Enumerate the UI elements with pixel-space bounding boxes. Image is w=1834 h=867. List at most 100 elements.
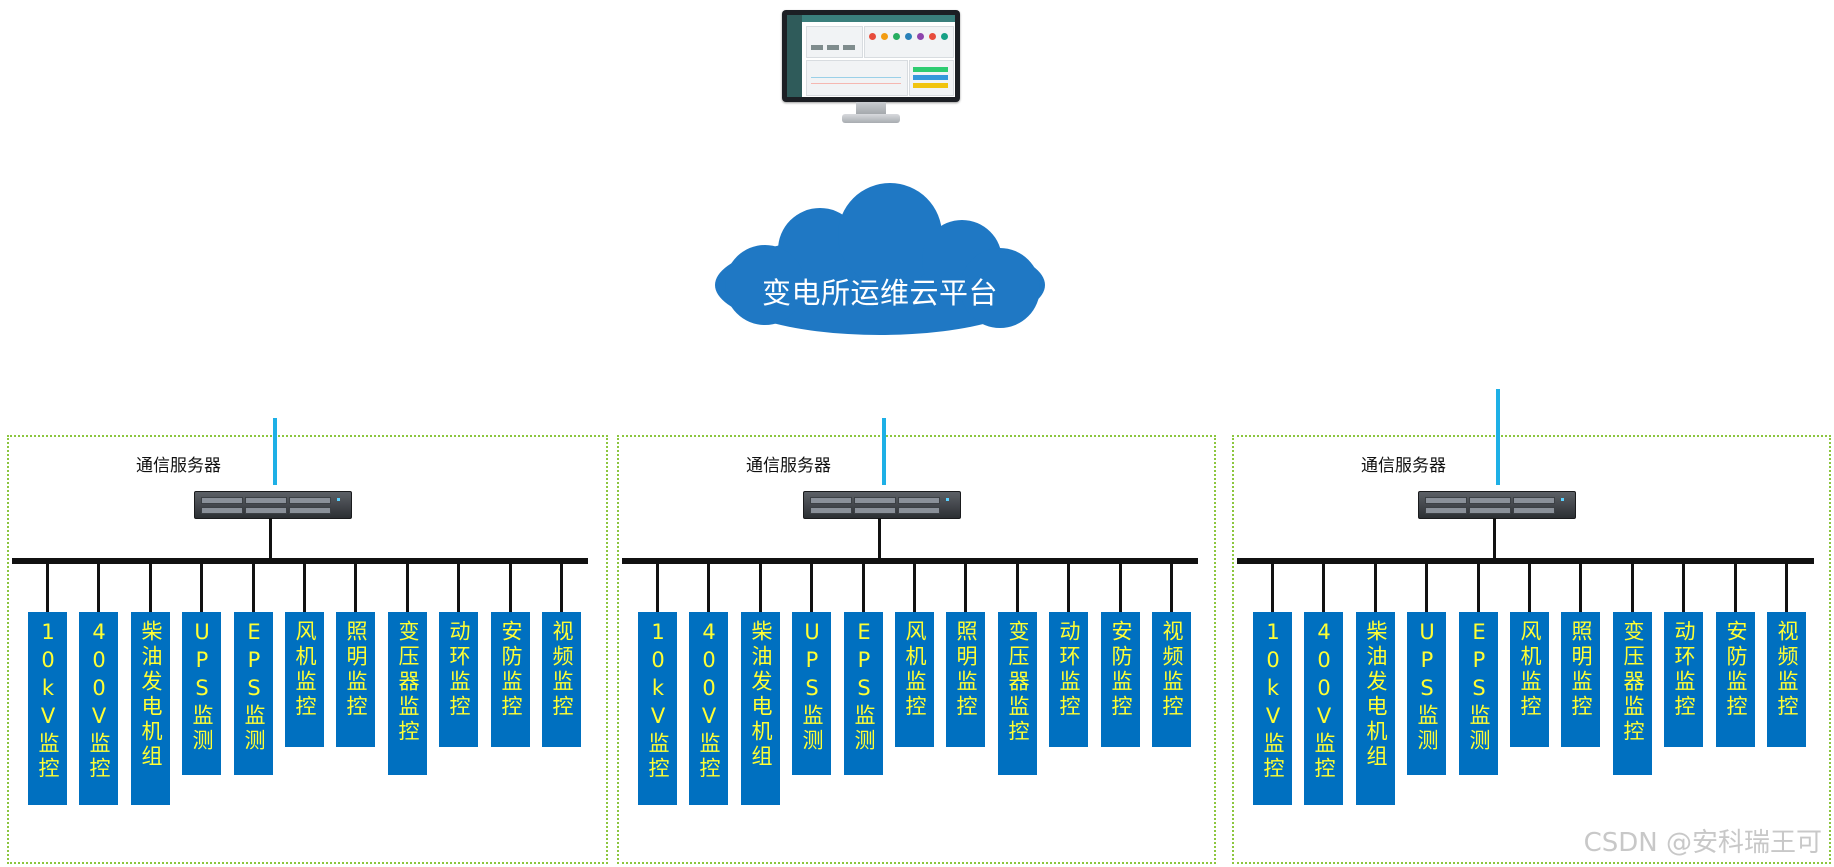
screen-panel — [806, 60, 908, 96]
drop-line — [1425, 563, 1428, 612]
monitor-bezel — [782, 10, 960, 102]
module-box: 400V监控 — [689, 612, 728, 805]
drop-line — [457, 563, 460, 612]
drop-line — [862, 563, 865, 612]
drop-line — [759, 563, 762, 612]
module-box: 变压器监控 — [388, 612, 427, 775]
screen-dot — [917, 33, 924, 40]
module-box: 10kV监控 — [28, 612, 67, 805]
monitor-stand-neck — [856, 102, 886, 116]
drop-line — [97, 563, 100, 612]
server-group — [7, 435, 608, 864]
watermark: CSDN @安科瑞王可 — [1583, 828, 1822, 858]
server-bay — [1513, 507, 1555, 514]
bus-line — [12, 558, 588, 564]
module-box: EPS监测 — [1459, 612, 1498, 775]
module-box: 风机监控 — [895, 612, 934, 747]
monitor-screen — [787, 15, 955, 97]
cloud-title: 变电所运维云平台 — [761, 276, 998, 310]
drop-line — [1528, 563, 1531, 612]
drop-line — [406, 563, 409, 612]
drop-line — [252, 563, 255, 612]
server-group — [617, 435, 1216, 864]
module-box: UPS监测 — [1407, 612, 1446, 775]
server-label: 通信服务器 — [136, 456, 221, 476]
server-label: 通信服务器 — [746, 456, 831, 476]
module-box: 400V监控 — [79, 612, 118, 805]
module-box: 视频监控 — [1767, 612, 1806, 747]
module-box: 10kV监控 — [1253, 612, 1292, 805]
cloud-icon — [715, 183, 1045, 335]
module-box: 柴油发电机组 — [1356, 612, 1395, 805]
server-bay — [898, 497, 940, 504]
server-led — [1561, 498, 1564, 501]
drop-line — [1119, 563, 1122, 612]
module-box: UPS监测 — [792, 612, 831, 775]
server-bay — [1425, 497, 1467, 504]
module-box: 柴油发电机组 — [741, 612, 780, 805]
module-box: 动环监控 — [1049, 612, 1088, 747]
screen-tile — [827, 45, 839, 50]
screen-dot — [929, 33, 936, 40]
screen-tile — [913, 67, 948, 72]
server-bay — [1425, 507, 1467, 514]
screen-dot — [905, 33, 912, 40]
module-box: 400V监控 — [1304, 612, 1343, 805]
server-bay — [1469, 507, 1511, 514]
server-bay — [201, 507, 243, 514]
server-bay — [854, 507, 896, 514]
drop-line — [1067, 563, 1070, 612]
screen-panel — [806, 26, 863, 58]
screen-dot — [941, 33, 948, 40]
screen-chart-line — [811, 77, 901, 78]
server-icon — [1418, 491, 1576, 519]
module-box: 照明监控 — [946, 612, 985, 747]
drop-line — [1785, 563, 1788, 612]
module-box: 视频监控 — [542, 612, 581, 747]
drop-line — [913, 563, 916, 612]
server-bay — [810, 507, 852, 514]
uplink-line — [882, 418, 886, 485]
drop-line — [1477, 563, 1480, 612]
module-box: 安防监控 — [1101, 612, 1140, 747]
server-bay — [898, 507, 940, 514]
server-bay — [245, 497, 287, 504]
module-box: 安防监控 — [1716, 612, 1755, 747]
module-box: EPS监测 — [844, 612, 883, 775]
drop-line — [810, 563, 813, 612]
bus-line — [1237, 558, 1814, 564]
server-label: 通信服务器 — [1361, 456, 1446, 476]
drop-line — [149, 563, 152, 612]
screen-panel — [864, 26, 954, 58]
screen-tile — [843, 45, 855, 50]
server-bay — [810, 497, 852, 504]
module-box: 安防监控 — [491, 612, 530, 747]
drop-line — [46, 563, 49, 612]
monitor-icon — [782, 10, 960, 126]
server-group — [1232, 435, 1831, 864]
screen-dot — [881, 33, 888, 40]
screen-chart-line — [811, 83, 901, 84]
module-box: 柴油发电机组 — [131, 612, 170, 805]
drop-line — [656, 563, 659, 612]
drop-line — [1682, 563, 1685, 612]
server-bay — [1469, 497, 1511, 504]
drop-line — [1374, 563, 1377, 612]
server-connector — [878, 518, 881, 558]
drop-line — [1631, 563, 1634, 612]
drop-line — [303, 563, 306, 612]
server-bay — [245, 507, 287, 514]
drop-line — [354, 563, 357, 612]
server-icon — [194, 491, 352, 519]
server-led — [946, 498, 949, 501]
module-box: 风机监控 — [285, 612, 324, 747]
drop-line — [1579, 563, 1582, 612]
screen-sidebar — [787, 15, 802, 97]
bus-line — [622, 558, 1198, 564]
module-box: 变压器监控 — [1613, 612, 1652, 775]
module-box: 动环监控 — [439, 612, 478, 747]
server-led — [337, 498, 340, 501]
server-bay — [289, 497, 331, 504]
server-bay — [1513, 497, 1555, 504]
screen-tile — [811, 45, 823, 50]
